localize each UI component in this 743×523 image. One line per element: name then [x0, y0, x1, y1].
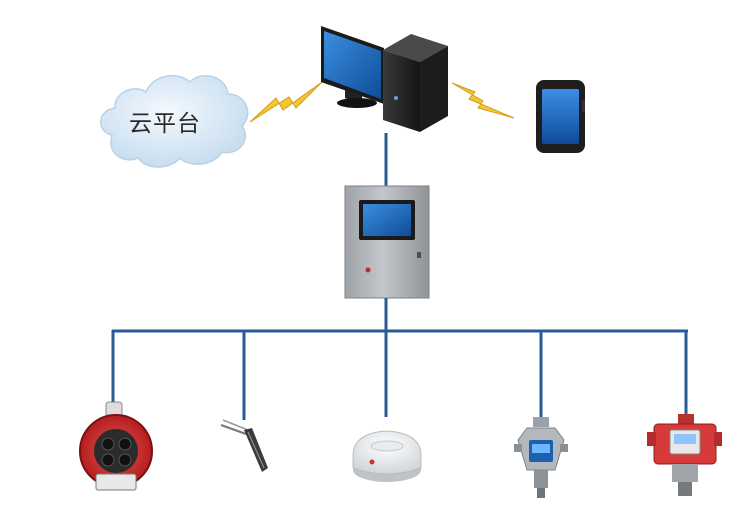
temperature-probe-icon — [220, 419, 268, 472]
control-cabinet-icon — [344, 185, 430, 299]
desktop-computer-icon — [321, 26, 448, 200]
gas-detector-blue-icon — [514, 417, 568, 498]
cloud-icon — [100, 74, 249, 168]
cloud-platform-label: 云平台 — [129, 111, 201, 137]
tablet-icon — [536, 80, 585, 153]
current-transformer-icon — [79, 401, 153, 491]
bus-lines — [111, 298, 688, 420]
gas-detector-red-icon — [647, 414, 722, 496]
smoke-detector-icon — [352, 430, 422, 482]
